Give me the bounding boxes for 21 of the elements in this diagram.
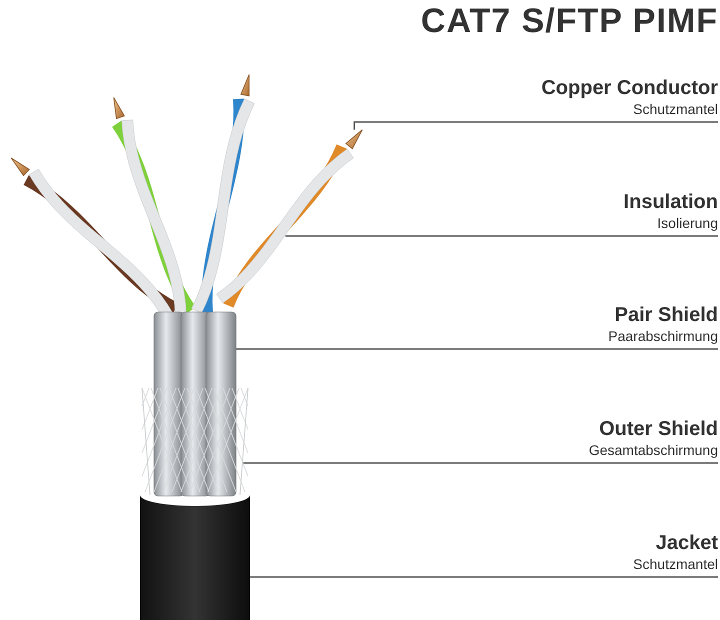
part-translation: Schutzmantel xyxy=(633,100,718,118)
foil-shielded-pair xyxy=(206,312,236,496)
cable-jacket xyxy=(140,495,250,620)
part-name: Copper Conductor xyxy=(541,76,718,100)
part-name: Outer Shield xyxy=(599,417,718,441)
title: CAT7 S/FTP PIMF xyxy=(420,2,718,41)
part-translation: Paarabschirmung xyxy=(608,327,718,345)
copper-conductor-tip xyxy=(345,129,363,150)
braided-shield xyxy=(142,388,248,496)
leader-line xyxy=(285,235,718,237)
insulated-wire-pair xyxy=(216,144,354,308)
part-name: Insulation xyxy=(624,190,718,214)
part-translation: Schutzmantel xyxy=(633,555,718,573)
part-name: Pair Shield xyxy=(614,303,718,327)
leader-line xyxy=(354,121,718,130)
leader-line xyxy=(243,462,718,464)
leader-line xyxy=(250,576,718,578)
part-name: Jacket xyxy=(656,531,718,555)
part-translation: Gesamtabschirmung xyxy=(588,441,718,459)
part-translation: Isolierung xyxy=(657,214,718,232)
leader-line xyxy=(236,348,718,350)
